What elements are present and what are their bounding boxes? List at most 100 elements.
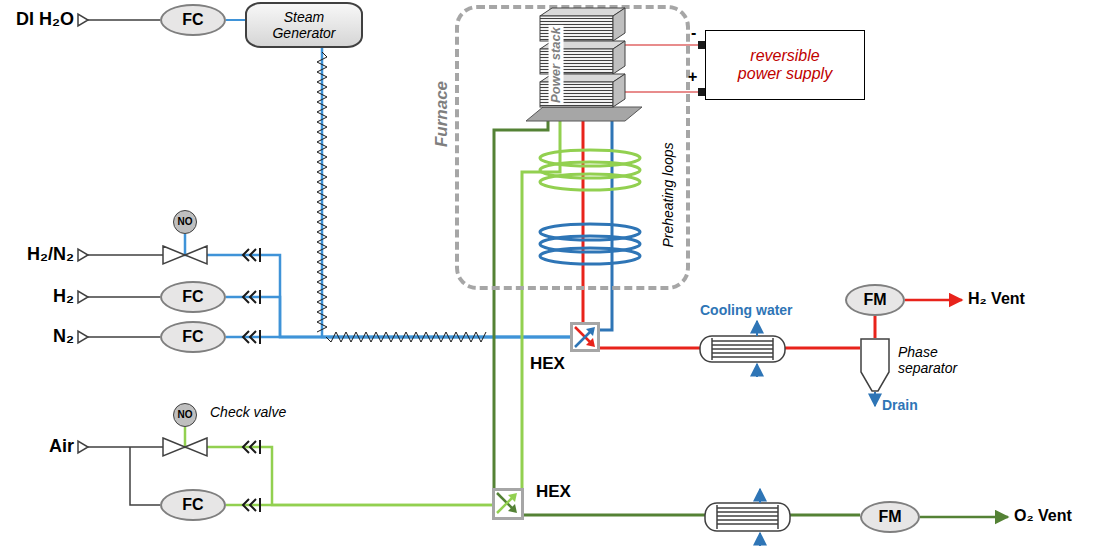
valve-actuator: NO (173, 403, 197, 427)
preheating-coil (540, 224, 640, 264)
cooling-water-arrow (756, 321, 758, 336)
component-note: Preheating loops (660, 142, 676, 247)
check-valve-symbol (259, 330, 261, 344)
inlet-label: H₂/N₂ (27, 244, 74, 265)
valve-symbol (163, 246, 207, 264)
flow-controller-label: FC (182, 11, 203, 29)
cooler-tube (711, 338, 713, 360)
hex-flow-arrow (586, 338, 595, 347)
cooler-tube (717, 515, 778, 517)
check-valve-symbol (259, 498, 261, 512)
pipe-line (625, 91, 705, 93)
flow-controller: FC (160, 4, 226, 36)
check-valve-symbol (259, 440, 261, 454)
vent-arrow (905, 299, 962, 302)
stack-base-plate (526, 107, 642, 121)
supply-terminal (698, 41, 705, 96)
valve-actuator: NO (173, 210, 197, 234)
utility-label: Drain (882, 397, 918, 413)
heat-exchanger-shape (573, 325, 597, 349)
cooler-symbol (700, 336, 790, 531)
flow-meter-label: FM (878, 508, 901, 526)
pipe-line (625, 44, 705, 46)
vent-arrow (920, 516, 1008, 519)
separator-vessel (861, 339, 889, 391)
cooler-tube (712, 340, 773, 342)
cooler-symbol (700, 336, 785, 362)
cooler-tube (717, 507, 778, 509)
terminal-sign: - (691, 24, 696, 42)
stack-cell (613, 74, 625, 107)
heat-tracing (326, 332, 486, 342)
component-note: Check valve (210, 404, 286, 420)
check-valve-symbol (250, 441, 256, 453)
pipe-line (494, 108, 548, 488)
pipe-line (322, 48, 570, 337)
terminal-sign: + (688, 68, 697, 86)
furnace-box: FurnacePower stack (455, 5, 690, 290)
cooler-tube (712, 348, 773, 350)
check-valve-symbol (259, 248, 261, 262)
check-valve-symbol (243, 249, 249, 261)
source-symbol (78, 441, 88, 453)
outlet-label: O₂ Vent (1014, 507, 1072, 525)
check-valve-symbol (243, 248, 260, 512)
check-valve-symbol (243, 331, 249, 343)
vent-arrow (905, 300, 1008, 517)
supply-terminal (698, 88, 705, 96)
hex-flow-arrow (497, 496, 514, 513)
cooler-tube (712, 356, 773, 358)
check-valve-symbol (250, 291, 256, 303)
stack-cell (613, 8, 625, 41)
source-symbol (78, 291, 88, 303)
source-symbol (78, 14, 88, 453)
pipe-line (226, 504, 492, 507)
flow-controller-label: FC (182, 328, 203, 346)
cooling-water-arrow (756, 364, 758, 377)
feed-line (88, 20, 163, 505)
cooling-water-arrow (759, 489, 761, 503)
check-valve-symbol (250, 499, 256, 511)
cooler-tube (717, 519, 778, 521)
pipe-line (185, 234, 570, 337)
valve-actuator-label: NO (178, 409, 193, 421)
valve-symbol (163, 438, 207, 456)
check-valve-symbol (243, 499, 249, 511)
source-symbol (78, 14, 88, 26)
pipe-line (874, 316, 877, 338)
inlet-label: N₂ (53, 326, 74, 347)
heat-exchanger-label: HEX (536, 482, 571, 502)
utility-label: Cooling water (700, 302, 793, 318)
cooler-symbol (705, 503, 790, 531)
flow-meter: FM (845, 284, 905, 316)
flow-meter: FM (860, 501, 920, 533)
flow-meter-label: FM (863, 291, 886, 309)
hex-flow-arrow (508, 493, 517, 502)
check-valve-symbol (250, 249, 256, 261)
phase-separator-shape (860, 338, 890, 392)
cooling-water-arrow (874, 392, 876, 406)
cooler-tube (772, 338, 774, 360)
heat-exchanger-label: HEX (530, 354, 565, 374)
phase-separator: Phase separator (860, 338, 890, 392)
cooler-tube (712, 352, 773, 354)
cooler-tube (777, 505, 779, 529)
flow-controller-label: FC (182, 288, 203, 306)
pipe-line (600, 108, 612, 330)
pipe-line (226, 297, 570, 337)
check-valve-symbol (250, 331, 256, 343)
stack-cell (540, 8, 625, 16)
flow-controller-label: FC (182, 496, 203, 514)
source-symbol (78, 331, 88, 343)
power-stack-label: Power stack (549, 25, 564, 105)
source-symbol (78, 249, 88, 261)
pipe-line (524, 514, 860, 517)
cooler-tube (712, 344, 773, 346)
flow-controller: FC (160, 281, 226, 313)
power-stack: Power stack (540, 8, 625, 108)
flow-controller: FC (160, 489, 226, 521)
heat-exchanger: HEX (492, 488, 524, 520)
steam-generator-label: Steam Generator (263, 9, 345, 41)
outlet-label: H₂ Vent (968, 290, 1025, 308)
